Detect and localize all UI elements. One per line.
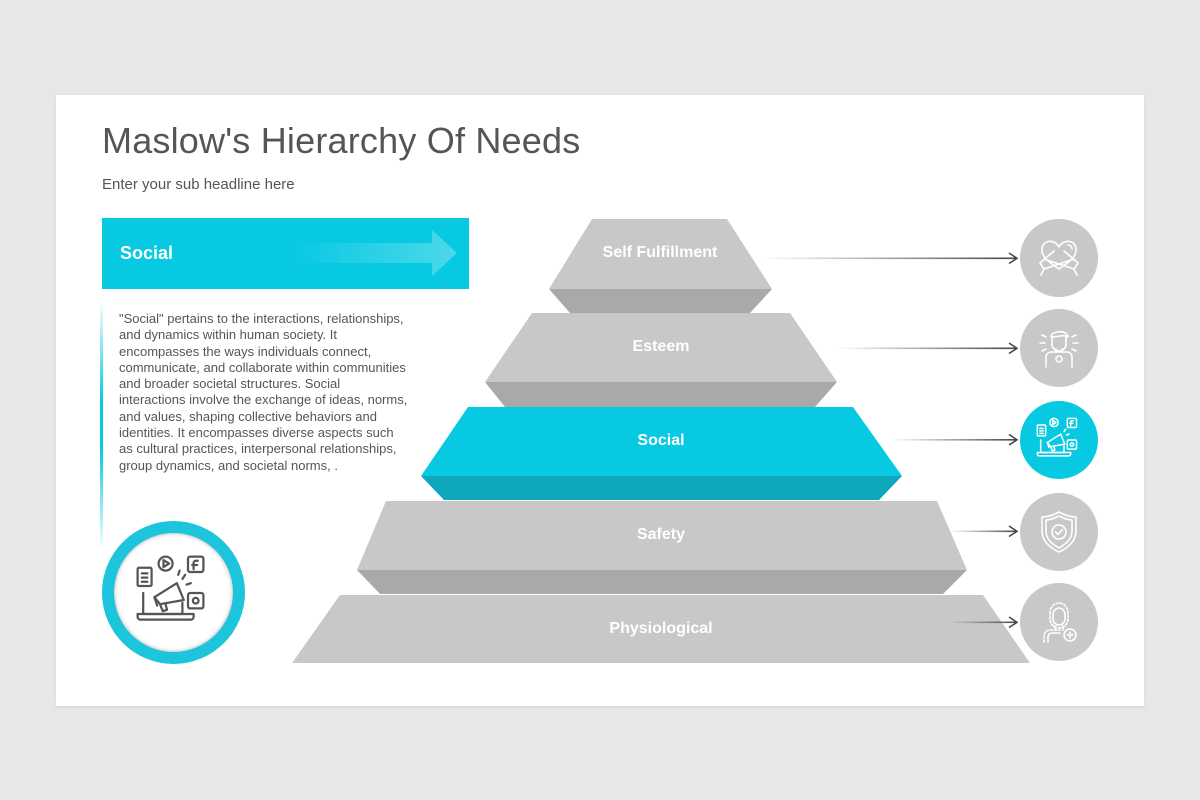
tier-self-fulfillment[interactable]	[549, 219, 772, 313]
arrow-connector-safety	[950, 525, 1019, 538]
arrow-connector-esteem	[835, 342, 1019, 355]
tier-label-safety: Safety	[636, 526, 686, 543]
self-love-hug-icon	[1039, 240, 1079, 276]
social-media-marketing-icon	[1036, 417, 1078, 457]
health-person-icon	[1043, 602, 1077, 643]
social-media-marketing-icon	[135, 554, 205, 621]
arrow-right-icon	[292, 230, 457, 276]
sub-headline: Enter your sub headline here	[102, 176, 295, 193]
tier-label-social: Social	[637, 432, 685, 449]
accent-divider	[100, 300, 103, 550]
tier-description: "Social" pertains to the interactions, r…	[119, 311, 408, 473]
page-title: Maslow's Hierarchy Of Needs	[102, 120, 581, 161]
arrow-connector-physiological	[950, 616, 1019, 629]
tier-icon-safety[interactable]	[1020, 493, 1098, 571]
tier-icon-social[interactable]	[1020, 401, 1098, 479]
tier-esteem[interactable]	[485, 313, 837, 407]
tier-icon-self-fulfillment[interactable]	[1020, 219, 1098, 297]
tier-social[interactable]	[421, 407, 902, 500]
tier-safety[interactable]	[357, 501, 967, 594]
confident-person-icon	[1039, 330, 1079, 368]
arrow-connector-social	[890, 433, 1019, 446]
tier-label-esteem: Esteem	[632, 338, 690, 355]
tier-icon-physiological[interactable]	[1020, 583, 1098, 661]
tier-physiological[interactable]	[292, 595, 1030, 663]
arrow-connector-self-fulfillment	[760, 252, 1019, 265]
selected-tier-banner: Social	[102, 218, 469, 289]
banner-label: Social	[120, 243, 174, 263]
tier-icon-esteem[interactable]	[1020, 309, 1098, 387]
tier-label-self-fulfillment: Self Fulfillment	[602, 244, 718, 261]
selected-tier-icon-badge	[102, 521, 245, 664]
tier-label-physiological: Physiological	[609, 620, 713, 637]
shield-check-icon	[1041, 511, 1077, 553]
